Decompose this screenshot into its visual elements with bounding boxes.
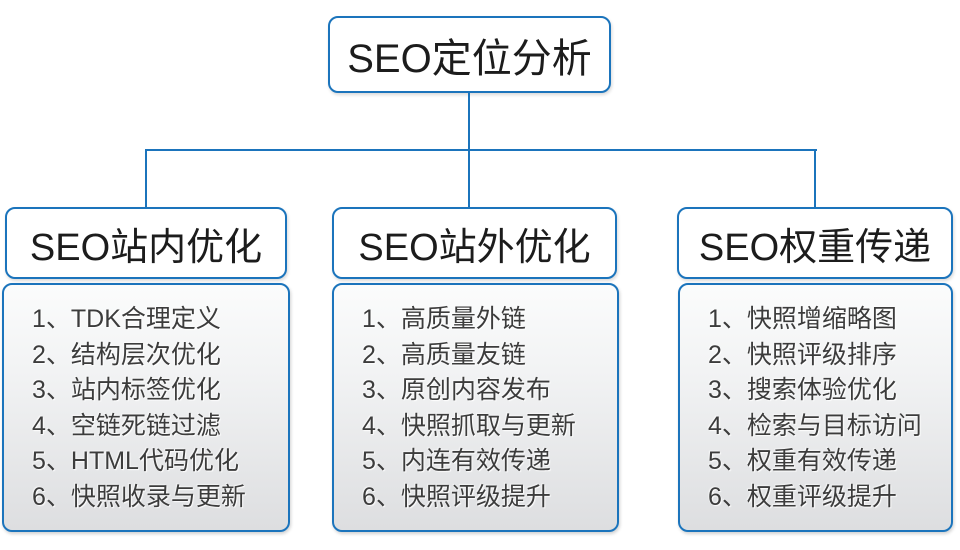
connector-drop-middle: [468, 150, 470, 207]
branch-node-title: SEO站内优化: [29, 226, 263, 269]
list-item: 2、快照评级排序: [708, 340, 897, 369]
connector-root-vertical: [468, 93, 470, 150]
list-panel-weight-transfer: 1、快照增缩略图 2、快照评级排序 3、搜索体验优化 4、检索与目标访问 5、权…: [678, 283, 953, 532]
list-item: 5、HTML代码优化: [32, 447, 239, 475]
connector-horizontal: [145, 149, 817, 151]
list-item: 6、权重评级提升: [708, 482, 897, 511]
connector-drop-left: [145, 150, 147, 207]
branch-node-title: SEO站外优化: [358, 226, 591, 269]
list-item: 4、检索与目标访问: [708, 411, 922, 440]
list-item: 3、原创内容发布: [362, 376, 551, 404]
list-item: 1、高质量外链: [362, 305, 526, 333]
list-item: 6、快照收录与更新: [32, 482, 246, 511]
branch-node-offsite-optimization: SEO站外优化: [332, 207, 617, 279]
root-node-title: SEO定位分析: [347, 36, 592, 81]
list-item: 3、站内标签优化: [32, 376, 221, 404]
branch-node-weight-transfer: SEO权重传递: [677, 207, 953, 279]
list-item: 5、权重有效传递: [708, 447, 897, 475]
list-item: 6、快照评级提升: [362, 482, 551, 511]
list-item: 5、内连有效传递: [362, 447, 551, 475]
branch-node-title: SEO权重传递: [698, 226, 932, 269]
list-item: 2、高质量友链: [362, 340, 526, 369]
branch-node-onsite-optimization: SEO站内优化: [5, 207, 287, 279]
list-panel-offsite-optimization: 1、高质量外链 2、高质量友链 3、原创内容发布 4、快照抓取与更新 5、内连有…: [332, 283, 619, 532]
connector-drop-right: [814, 150, 816, 207]
list-panel-onsite-optimization: 1、TDK合理定义 2、结构层次优化 3、站内标签优化 4、空链死链过滤 5、H…: [2, 283, 290, 532]
list-item: 3、搜索体验优化: [708, 376, 897, 404]
list-item: 4、空链死链过滤: [32, 411, 221, 440]
root-node-seo-positioning-analysis: SEO定位分析: [328, 16, 611, 93]
list-item: 1、快照增缩略图: [708, 305, 897, 333]
list-item: 1、TDK合理定义: [32, 305, 221, 333]
list-item: 4、快照抓取与更新: [362, 411, 576, 440]
list-item: 2、结构层次优化: [32, 340, 221, 369]
